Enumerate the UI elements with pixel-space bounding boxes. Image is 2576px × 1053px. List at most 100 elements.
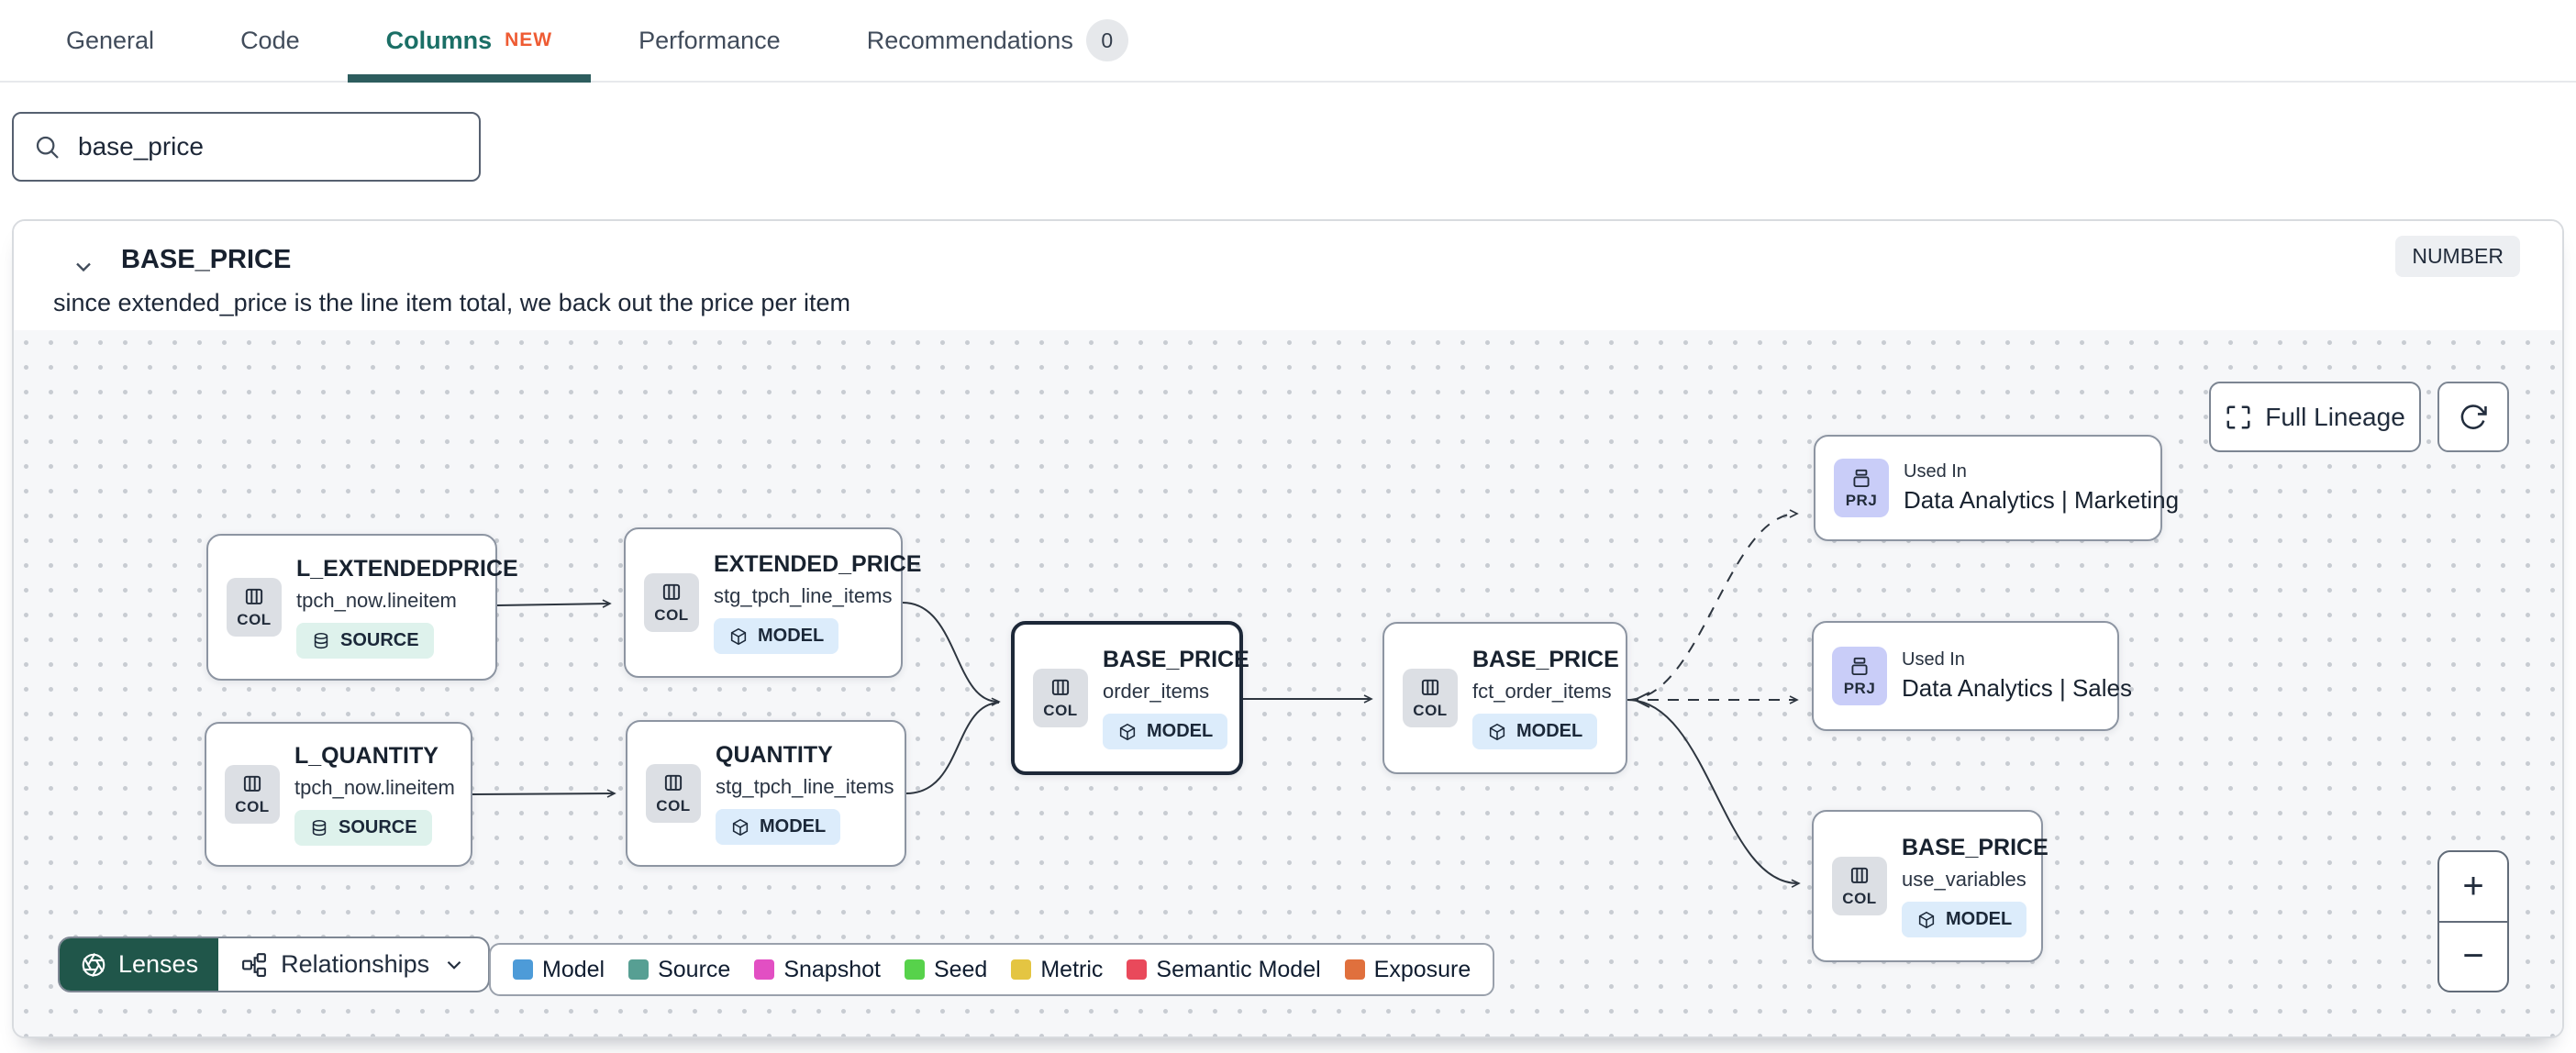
column-tile: COL bbox=[1403, 669, 1458, 727]
relationships-dropdown[interactable]: Relationships bbox=[218, 938, 488, 991]
column-search bbox=[12, 112, 481, 182]
legend-item-exposure: Exposure bbox=[1344, 957, 1471, 983]
node-subtitle: use_variables bbox=[1902, 868, 2026, 891]
project-name: Data Analytics | Sales bbox=[1902, 674, 2132, 702]
tab-performance-label: Performance bbox=[638, 26, 781, 54]
relationships-icon bbox=[242, 952, 267, 977]
resource-badge: SOURCE bbox=[294, 810, 432, 846]
resource-legend: Model Source Snapshot Seed Metric Semant… bbox=[489, 943, 1495, 996]
column-tile: COL bbox=[225, 765, 280, 824]
lineage-edges bbox=[472, 509, 1801, 888]
legend-item-seed: Seed bbox=[904, 957, 987, 983]
node-base-price-fct-order-items[interactable]: COL BASE_PRICE fct_order_items MODEL bbox=[1382, 622, 1627, 774]
column-tile: COL bbox=[646, 764, 701, 823]
aperture-icon bbox=[82, 952, 105, 977]
tab-columns-label: Columns bbox=[385, 26, 493, 54]
legend-item-semantic-model: Semantic Model bbox=[1127, 957, 1321, 983]
node-title: L_EXTENDEDPRICE bbox=[296, 556, 518, 582]
node-subtitle: tpch_now.lineitem bbox=[296, 589, 457, 612]
tab-code-label: Code bbox=[240, 26, 300, 54]
resource-badge: MODEL bbox=[1902, 902, 2027, 937]
node-subtitle: stg_tpch_line_items bbox=[716, 775, 894, 798]
used-in-label: Used In bbox=[1902, 649, 1965, 670]
refresh-icon bbox=[2460, 404, 2487, 429]
node-title: L_QUANTITY bbox=[294, 743, 439, 769]
lineage-canvas[interactable]: COL L_EXTENDEDPRICE tpch_now.lineitem SO… bbox=[14, 330, 2562, 1036]
resource-badge: MODEL bbox=[716, 809, 841, 845]
column-type-badge: NUMBER bbox=[2395, 236, 2520, 277]
column-tile: COL bbox=[1832, 857, 1887, 915]
database-icon bbox=[312, 819, 327, 836]
search-icon bbox=[32, 132, 61, 161]
exposure-swatch bbox=[1344, 959, 1365, 980]
metric-swatch bbox=[1011, 959, 1032, 980]
column-tile: COL bbox=[644, 573, 699, 632]
node-subtitle: fct_order_items bbox=[1472, 680, 1612, 703]
node-used-in-sales[interactable]: PRJ Used In Data Analytics | Sales bbox=[1812, 621, 2132, 731]
node-title: BASE_PRICE bbox=[1472, 647, 1619, 672]
stack-icon bbox=[1853, 469, 1870, 487]
node-l-quantity[interactable]: COL L_QUANTITY tpch_now.lineitem SOURCE bbox=[205, 722, 472, 867]
cube-icon bbox=[732, 818, 749, 836]
resource-badge: SOURCE bbox=[296, 623, 434, 659]
semantic-model-swatch bbox=[1127, 959, 1148, 980]
node-extended-price[interactable]: COL EXTENDED_PRICE stg_tpch_line_items M… bbox=[624, 527, 921, 678]
node-subtitle: order_items bbox=[1103, 680, 1210, 703]
snapshot-swatch bbox=[754, 959, 775, 980]
columns-icon bbox=[245, 588, 263, 604]
tab-recommendations-label: Recommendations bbox=[866, 26, 1073, 54]
database-icon bbox=[314, 632, 328, 648]
node-subtitle: tpch_now.lineitem bbox=[294, 776, 455, 799]
columns-icon bbox=[1421, 679, 1439, 695]
refresh-button[interactable] bbox=[2437, 382, 2509, 452]
zoom-controls: + − bbox=[2437, 850, 2509, 992]
search-input[interactable] bbox=[76, 131, 461, 162]
resource-badge: MODEL bbox=[1103, 714, 1228, 749]
column-description: since extended_price is the line item to… bbox=[53, 289, 850, 316]
cube-icon bbox=[1489, 723, 1505, 740]
cube-icon bbox=[730, 627, 747, 645]
lenses-button[interactable]: Lenses bbox=[60, 938, 219, 991]
collapse-chevron-icon[interactable] bbox=[67, 250, 100, 283]
tab-recommendations[interactable]: Recommendations 0 bbox=[828, 0, 1167, 81]
column-tile: COL bbox=[227, 578, 282, 637]
node-title: BASE_PRICE bbox=[1902, 835, 2049, 860]
node-subtitle: stg_tpch_line_items bbox=[714, 584, 893, 607]
node-l-extendedprice[interactable]: COL L_EXTENDEDPRICE tpch_now.lineitem SO… bbox=[206, 534, 518, 681]
zoom-in-button[interactable]: + bbox=[2439, 852, 2507, 923]
resource-badge: MODEL bbox=[1472, 714, 1598, 749]
node-title: BASE_PRICE bbox=[1103, 647, 1249, 672]
column-tile: COL bbox=[1033, 669, 1088, 727]
tab-code[interactable]: Code bbox=[202, 0, 339, 81]
resource-badge: MODEL bbox=[714, 618, 839, 654]
recommendations-count-badge: 0 bbox=[1085, 19, 1128, 61]
node-base-price-order-items[interactable]: COL BASE_PRICE order_items MODEL bbox=[1011, 621, 1249, 775]
node-title: QUANTITY bbox=[716, 742, 833, 768]
columns-icon bbox=[664, 774, 683, 791]
project-tile: PRJ bbox=[1832, 647, 1887, 705]
new-badge: NEW bbox=[505, 29, 553, 50]
columns-icon bbox=[662, 583, 681, 600]
project-tile: PRJ bbox=[1834, 459, 1889, 517]
column-card-header: BASE_PRICE NUMBER since extended_price i… bbox=[14, 221, 2562, 330]
used-in-label: Used In bbox=[1904, 461, 1967, 482]
seed-swatch bbox=[904, 959, 925, 980]
tab-columns[interactable]: Columns NEW bbox=[347, 0, 592, 83]
zoom-out-button[interactable]: − bbox=[2462, 936, 2484, 977]
full-lineage-button[interactable]: Full Lineage bbox=[2209, 382, 2421, 452]
expand-icon bbox=[2226, 405, 2250, 428]
chevron-down-icon bbox=[447, 960, 461, 970]
node-base-price-use-variables[interactable]: COL BASE_PRICE use_variables MODEL bbox=[1812, 810, 2049, 962]
cube-icon bbox=[1119, 723, 1136, 740]
model-swatch bbox=[513, 959, 533, 980]
columns-icon bbox=[1051, 679, 1070, 695]
legend-item-source: Source bbox=[628, 957, 730, 983]
columns-icon bbox=[243, 775, 261, 792]
node-used-in-marketing[interactable]: PRJ Used In Data Analytics | Marketing bbox=[1814, 435, 2179, 541]
legend-item-model: Model bbox=[513, 957, 605, 983]
tab-general[interactable]: General bbox=[28, 0, 193, 81]
node-quantity[interactable]: COL QUANTITY stg_tpch_line_items MODEL bbox=[626, 720, 906, 867]
column-name: BASE_PRICE bbox=[121, 245, 292, 274]
tab-performance[interactable]: Performance bbox=[600, 0, 819, 81]
